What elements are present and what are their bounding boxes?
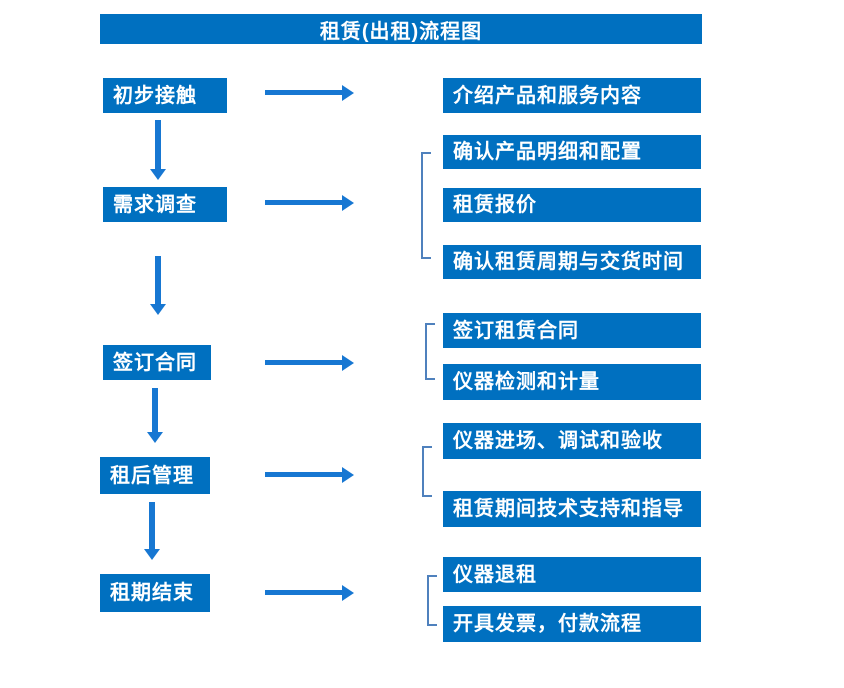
detail-box-invoice-payment: 开具发票，付款流程 (443, 606, 701, 642)
stage-box-contract-signing: 签订合同 (103, 345, 211, 380)
detail-box-instrument-arrival-acceptance: 仪器进场、调试和验收 (443, 423, 701, 459)
arrow-down-to-post-rental-management (147, 388, 163, 443)
arrow-shaft (155, 120, 161, 170)
arrow-head-icon (342, 585, 354, 601)
arrow-shaft (265, 472, 343, 477)
arrow-head-icon (342, 195, 354, 211)
arrow-down-to-rental-end (144, 502, 160, 560)
stage-box-post-rental-management: 租后管理 (100, 457, 210, 494)
arrow-shaft (265, 360, 343, 365)
arrow-shaft (155, 256, 161, 305)
arrow-head-icon (342, 355, 354, 371)
detail-box-sign-rental-contract: 签订租赁合同 (443, 313, 701, 348)
stage-box-needs-survey: 需求调查 (103, 187, 227, 222)
arrow-down-to-contract-signing (150, 256, 166, 315)
bracket-post-rental-group (422, 446, 432, 497)
detail-box-instrument-inspection: 仪器检测和计量 (443, 364, 701, 400)
arrow-shaft (265, 90, 343, 95)
arrow-right-needs-survey (265, 195, 354, 211)
arrow-shaft (265, 590, 343, 595)
bracket-needs-survey-group (421, 152, 431, 259)
detail-box-rental-quote: 租赁报价 (443, 188, 701, 222)
arrow-head-icon (150, 304, 166, 315)
detail-box-introduce-products: 介绍产品和服务内容 (443, 78, 701, 113)
arrow-head-icon (342, 467, 354, 483)
detail-box-instrument-return: 仪器退租 (443, 557, 701, 592)
bracket-contract-signing-group (425, 323, 435, 380)
arrow-shaft (152, 388, 158, 433)
arrow-right-rental-end (265, 585, 354, 601)
stage-box-initial-contact: 初步接触 (103, 78, 227, 113)
arrow-head-icon (150, 169, 166, 180)
bracket-rental-end-group (427, 575, 437, 626)
flowchart-title: 租赁(出租)流程图 (100, 14, 702, 44)
arrow-right-contract-signing (265, 355, 354, 371)
arrow-right-initial-contact (265, 85, 354, 101)
stage-box-rental-end: 租期结束 (100, 574, 210, 612)
arrow-shaft (149, 502, 155, 550)
arrow-down-to-needs-survey (150, 120, 166, 180)
detail-box-confirm-product-details: 确认产品明细和配置 (443, 135, 701, 169)
detail-box-technical-support: 租赁期间技术支持和指导 (443, 491, 701, 527)
arrow-head-icon (342, 85, 354, 101)
arrow-head-icon (144, 549, 160, 560)
detail-box-confirm-rental-period: 确认租赁周期与交货时间 (443, 245, 701, 279)
arrow-head-icon (147, 432, 163, 443)
arrow-shaft (265, 200, 343, 205)
arrow-right-post-rental-management (265, 467, 354, 483)
